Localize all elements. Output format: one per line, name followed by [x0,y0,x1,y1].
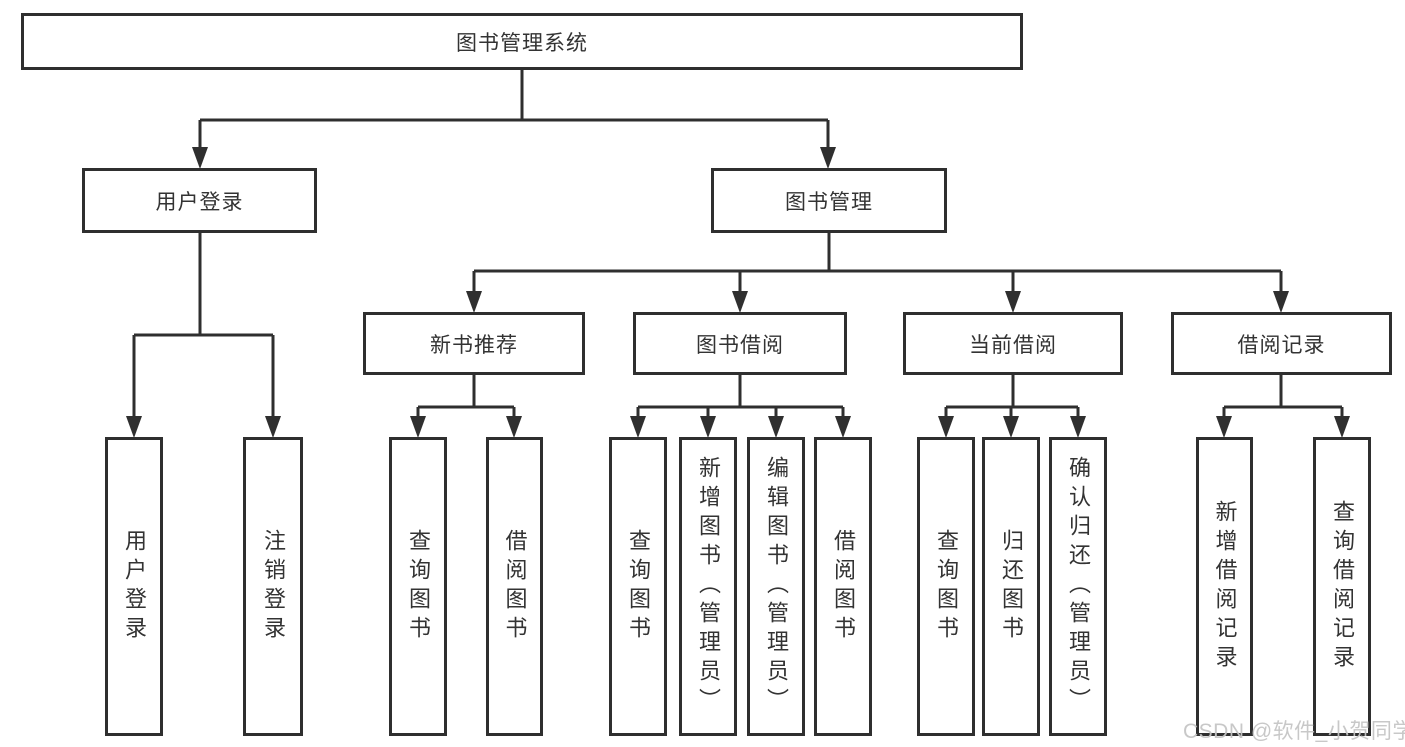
leaf-add-books-admin: 新增图书（管理员） [679,437,737,736]
leaf-query-books-1: 查询图书 [389,437,447,736]
leaf-user-login: 用户登录 [105,437,163,736]
leaf-query-borrow-record: 查询借阅记录 [1313,437,1371,736]
leaf-add-borrow-record: 新增借阅记录 [1196,437,1253,736]
leaf-query-books-3: 查询图书 [917,437,975,736]
node-library-management-system: 图书管理系统 [21,13,1023,70]
node-book-management: 图书管理 [711,168,947,233]
leaf-query-books-2: 查询图书 [609,437,667,736]
leaf-return-books: 归还图书 [982,437,1040,736]
node-current-borrowing: 当前借阅 [903,312,1123,375]
leaf-borrow-books-2: 借阅图书 [814,437,872,736]
node-new-book-recommendation: 新书推荐 [363,312,585,375]
leaf-borrow-books-1: 借阅图书 [486,437,543,736]
leaf-edit-books-admin: 编辑图书（管理员） [747,437,805,736]
arrowheads [126,147,1350,438]
leaf-confirm-return-admin: 确认归还（管理员） [1049,437,1107,736]
csdn-watermark: CSDN @软件_小贺同学 [1183,720,1405,743]
leaf-logout: 注销登录 [243,437,303,736]
node-book-borrowing: 图书借阅 [633,312,847,375]
node-borrow-records: 借阅记录 [1171,312,1392,375]
node-user-login: 用户登录 [82,168,317,233]
